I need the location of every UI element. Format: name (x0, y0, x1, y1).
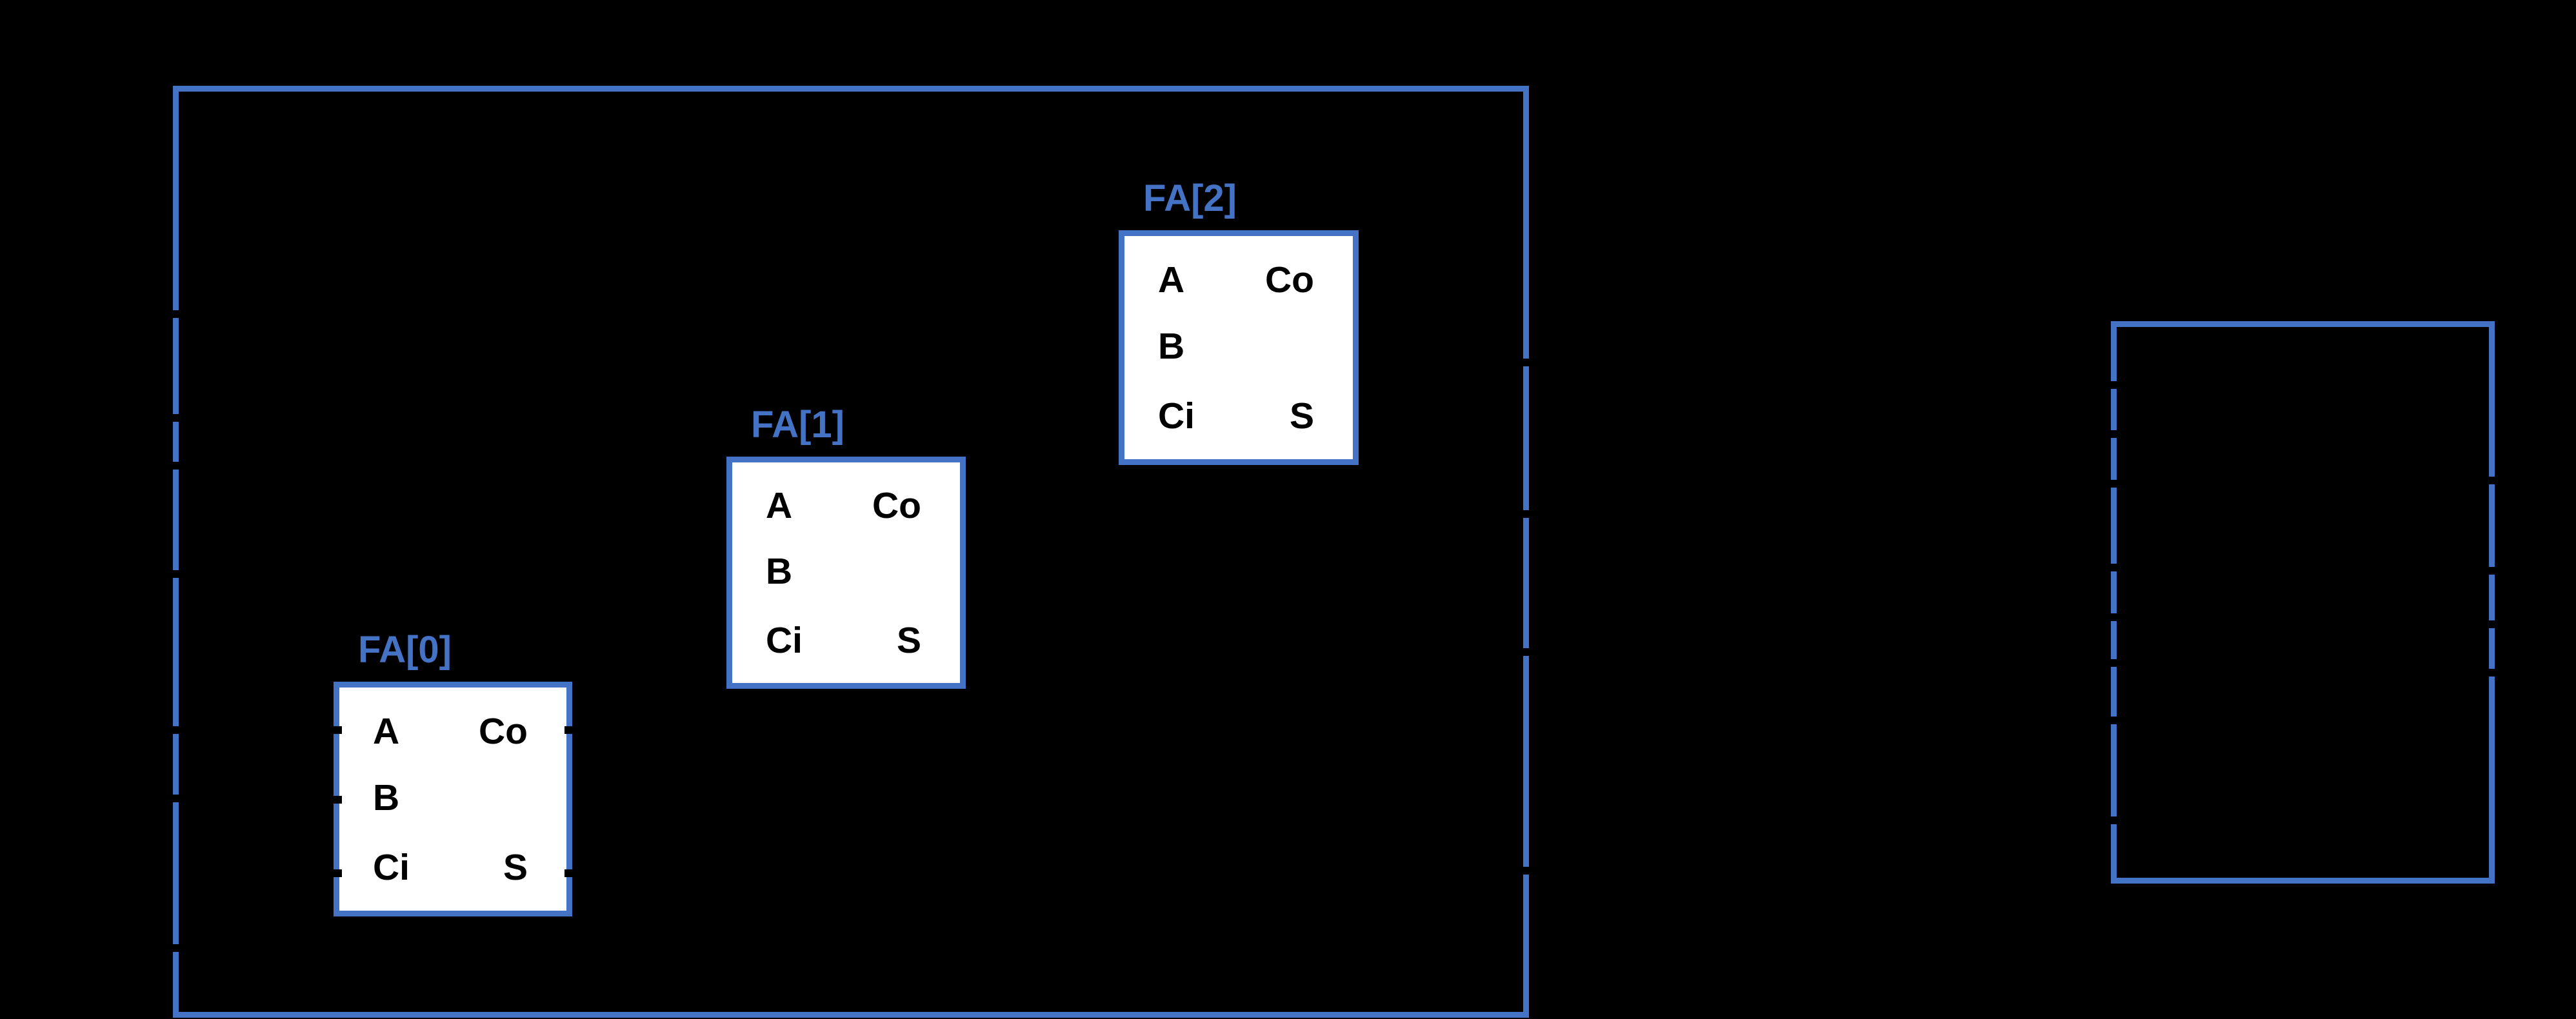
port-tick (170, 462, 182, 470)
port-tick (1520, 867, 1532, 875)
port-tick (2486, 669, 2498, 677)
port-tick (170, 944, 182, 952)
pin-label-ci: Ci (1158, 395, 1195, 437)
port-tick (2108, 613, 2120, 621)
fa-block-1-label: FA[1] (751, 404, 844, 446)
pin-label-a: A (766, 485, 793, 527)
fa-block-1-box: A B Ci Co S (726, 457, 966, 689)
port-tick (2108, 480, 2120, 488)
component-outline-rect (2111, 321, 2495, 884)
pin-label-co: Co (872, 485, 921, 527)
port-tick (2108, 381, 2120, 389)
port-tick (170, 310, 182, 318)
port-tick (170, 795, 182, 802)
port-tick (331, 726, 342, 734)
fa-block-0: FA[0] A B Ci Co S (334, 631, 572, 916)
port-tick (331, 796, 342, 804)
pin-label-a: A (373, 711, 400, 753)
port-tick (1520, 510, 1532, 518)
port-tick (170, 570, 182, 578)
port-tick (1520, 648, 1532, 656)
pin-label-b: B (1158, 326, 1185, 368)
port-tick (2108, 717, 2120, 724)
fa-block-2: FA[2] A B Ci Co S (1119, 180, 1359, 465)
port-tick (564, 726, 575, 734)
port-tick (2108, 816, 2120, 824)
pin-label-a: A (1158, 259, 1185, 301)
pin-label-b: B (766, 551, 793, 593)
pin-label-co: Co (1265, 259, 1314, 301)
port-tick (2108, 564, 2120, 571)
port-tick (170, 414, 182, 422)
port-tick (564, 869, 575, 878)
pin-label-s: S (896, 620, 921, 662)
port-tick (2486, 567, 2498, 575)
port-tick (2108, 430, 2120, 438)
pin-label-ci: Ci (373, 847, 410, 889)
port-tick (2486, 620, 2498, 628)
pin-label-b: B (373, 777, 400, 819)
port-tick (331, 869, 342, 878)
fa-block-0-label: FA[0] (358, 629, 452, 671)
pin-label-s: S (1289, 395, 1314, 437)
fa-block-2-label: FA[2] (1143, 177, 1237, 219)
port-tick (2486, 477, 2498, 484)
port-tick (2108, 659, 2120, 667)
port-tick (1520, 359, 1532, 366)
pin-label-s: S (503, 847, 528, 889)
fa-block-0-box: A B Ci Co S (334, 682, 572, 916)
fa-block-2-box: A B Ci Co S (1119, 230, 1359, 465)
pin-label-ci: Ci (766, 620, 803, 662)
fa-block-1: FA[1] A B Ci Co S (726, 406, 966, 689)
ripple-adder-outline-rect (173, 86, 1529, 1018)
port-tick (170, 726, 182, 734)
pin-label-co: Co (479, 711, 528, 753)
